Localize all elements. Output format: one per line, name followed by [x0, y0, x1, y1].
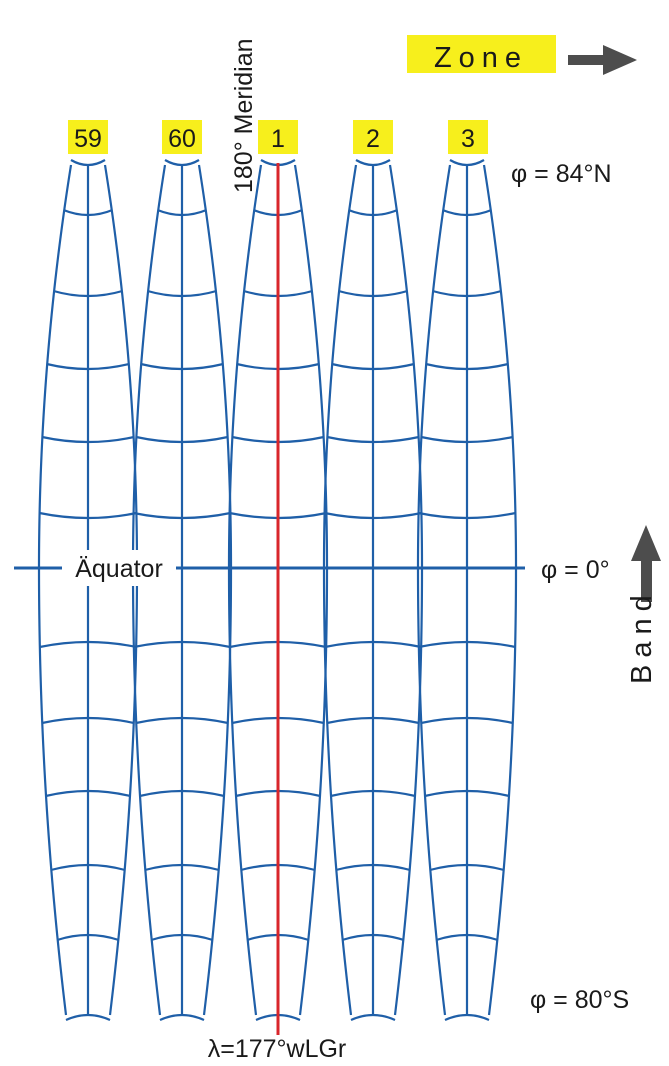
gore-parallel: [46, 362, 130, 371]
equator-label: Äquator: [75, 555, 163, 583]
gore-parallel: [355, 159, 391, 167]
gore-parallel: [139, 789, 225, 798]
zone-gore-3: [416, 159, 518, 1022]
gore-boundary-right: [482, 164, 518, 1016]
gore-parallel: [326, 435, 420, 444]
latitude-top-label: φ = 84°N: [511, 160, 612, 188]
gore-parallel: [444, 1013, 490, 1022]
gore-parallel: [331, 362, 415, 371]
gore-parallel: [335, 863, 411, 872]
zone-highlight: [407, 35, 556, 73]
gore-parallel: [159, 1013, 205, 1022]
gore-parallel: [45, 789, 131, 798]
gore-parallel: [435, 933, 499, 942]
gore-parallel: [420, 435, 514, 444]
gore-parallel: [424, 789, 510, 798]
gore-parallel: [150, 933, 214, 942]
gore-parallel: [135, 716, 229, 725]
zone-arrow-icon: [568, 45, 637, 75]
gore-parallel: [341, 933, 405, 942]
zone-badge-highlight: [258, 120, 298, 154]
zone-badge-2: 2: [353, 120, 393, 154]
meridian-label: 180° Meridian: [230, 38, 258, 193]
zone-number: 3: [461, 125, 475, 153]
gore-boundary-left: [416, 164, 452, 1016]
gore-boundary-left: [322, 164, 358, 1016]
gore-boundary-left: [131, 164, 167, 1016]
band-arrow-icon: [631, 525, 661, 602]
gore-parallel: [420, 716, 514, 725]
gore-parallel: [39, 640, 137, 649]
gore-parallel: [157, 208, 207, 217]
zone-number: 60: [168, 125, 196, 153]
gore-parallel: [432, 289, 502, 298]
zone-gore-59: [37, 159, 139, 1022]
equator-label-bg: [62, 550, 176, 586]
gore-parallel: [56, 933, 120, 942]
zone-header: Zone: [407, 35, 637, 75]
gore-parallel: [63, 208, 113, 217]
zone-badge-3: 3: [448, 120, 488, 154]
gore-parallel: [135, 435, 229, 444]
band-label: Band: [626, 588, 658, 684]
gore-parallel: [133, 640, 231, 649]
zone-title: Zone: [434, 42, 528, 74]
gore-parallel: [418, 511, 516, 520]
zone-number: 2: [366, 125, 380, 153]
gore-parallel: [65, 1013, 111, 1022]
gore-boundary-right: [388, 164, 424, 1016]
gore-boundary-right: [293, 164, 329, 1016]
zone-gore-2: [322, 159, 424, 1022]
gore-parallel: [338, 289, 408, 298]
gore-parallel: [418, 640, 516, 649]
gore-boundary-right: [197, 164, 233, 1016]
gore-parallel: [425, 362, 509, 371]
gore-parallel: [39, 511, 137, 520]
zone-number: 59: [74, 125, 102, 153]
latitude-equator-label: φ = 0°: [541, 556, 610, 584]
zone-badge-60: 60: [162, 120, 202, 154]
gore-boundary-left: [37, 164, 73, 1016]
gore-parallel: [53, 289, 123, 298]
gore-parallel: [164, 159, 200, 167]
gore-parallel: [41, 435, 135, 444]
gore-parallel: [429, 863, 505, 872]
gore-parallel: [70, 159, 106, 167]
gore-parallel: [350, 1013, 396, 1022]
zone-badge-highlight: [448, 120, 488, 154]
gore-parallel: [449, 159, 485, 167]
gore-parallel: [348, 208, 398, 217]
zone-badge-1: 1: [258, 120, 298, 154]
zone-badge-59: 59: [68, 120, 108, 154]
gore-parallel: [324, 511, 422, 520]
zone-badges: 59 60 1 2 3: [68, 120, 488, 154]
gore-boundary-left: [227, 164, 263, 1016]
gore-parallel: [133, 511, 231, 520]
gore-parallel: [144, 863, 220, 872]
gore-boundary-right: [103, 164, 139, 1016]
gore-parallel: [140, 362, 224, 371]
gore-parallel: [324, 640, 422, 649]
gore-parallel: [50, 863, 126, 872]
gore-parallel: [330, 789, 416, 798]
zone-number: 1: [271, 125, 285, 153]
zone-badge-highlight: [162, 120, 202, 154]
longitude-label: λ=177°wLGr: [208, 1035, 347, 1063]
gore-parallel: [326, 716, 420, 725]
latitude-bottom-label: φ = 80°S: [530, 986, 629, 1014]
zone-badge-highlight: [68, 120, 108, 154]
gore-parallel: [442, 208, 492, 217]
gore-parallel: [147, 289, 217, 298]
zone-badge-highlight: [353, 120, 393, 154]
zone-gore-60: [131, 159, 233, 1022]
gore-parallel: [41, 716, 135, 725]
